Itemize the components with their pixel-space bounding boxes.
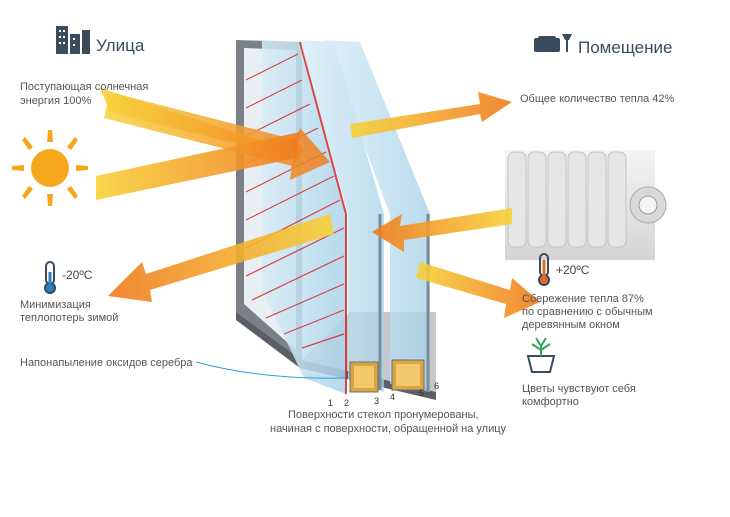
arrow-radiator-heat (372, 208, 512, 252)
city-buildings-icon (56, 26, 90, 54)
label-flowers-line2: комфортно (522, 396, 579, 408)
sofa-lamp-icon (534, 34, 572, 52)
nano-pointer-line (195, 361, 347, 379)
radiator-icon (505, 150, 667, 260)
label-temp-inside: +20ºC (556, 263, 590, 277)
glass-pane-middle (300, 40, 384, 392)
arrow-reflected-sun (96, 132, 300, 200)
plant-pot-icon (526, 337, 556, 373)
label-saving-line2: по сравнению с обычным (522, 306, 653, 318)
label-flowers-line1: Цветы чувствуют себя (522, 383, 636, 395)
caption-line2: начиная с поверхности, обращенной на ули… (270, 423, 507, 435)
thermometer-cold-icon (44, 261, 56, 294)
sun-icon (12, 130, 88, 206)
glass-pane-inner (324, 40, 430, 392)
coating-red-lines (245, 41, 347, 394)
label-nano: Напонапыление оксидов серебра (20, 357, 193, 369)
caption-line1: Поверхности стекол пронумерованы, (288, 409, 479, 421)
arrow-heat-loss (108, 214, 334, 302)
glass-pane-outer (262, 40, 346, 394)
label-solar-line1: Поступающая солнечная (20, 81, 149, 93)
surface-number: 2 (344, 398, 350, 408)
label-minimization-line2: теплопотерь зимой (20, 312, 119, 324)
header-inside: Помещение (578, 38, 673, 57)
surface-number: 1 (328, 398, 334, 408)
label-saving-line1: Сбережение тепла 87% (522, 293, 644, 305)
spacers (349, 359, 425, 393)
header-outside: Улица (96, 36, 145, 55)
label-saving-line3: деревянным окном (522, 319, 620, 331)
label-total-heat: Общее количество тепла 42% (520, 93, 675, 105)
surface-number: 4 (390, 392, 396, 402)
surface-number: 5 (419, 388, 425, 398)
label-temp-outside: -20ºC (62, 268, 93, 282)
surface-number: 6 (434, 381, 440, 391)
surface-number: 3 (374, 396, 380, 406)
arrow-total-heat (350, 92, 512, 138)
arrow-heat-saving (416, 262, 540, 318)
label-minimization-line1: Минимизация (20, 299, 91, 311)
thermometer-warm-icon (538, 253, 550, 286)
label-solar-line2: энергия 100% (20, 95, 92, 107)
